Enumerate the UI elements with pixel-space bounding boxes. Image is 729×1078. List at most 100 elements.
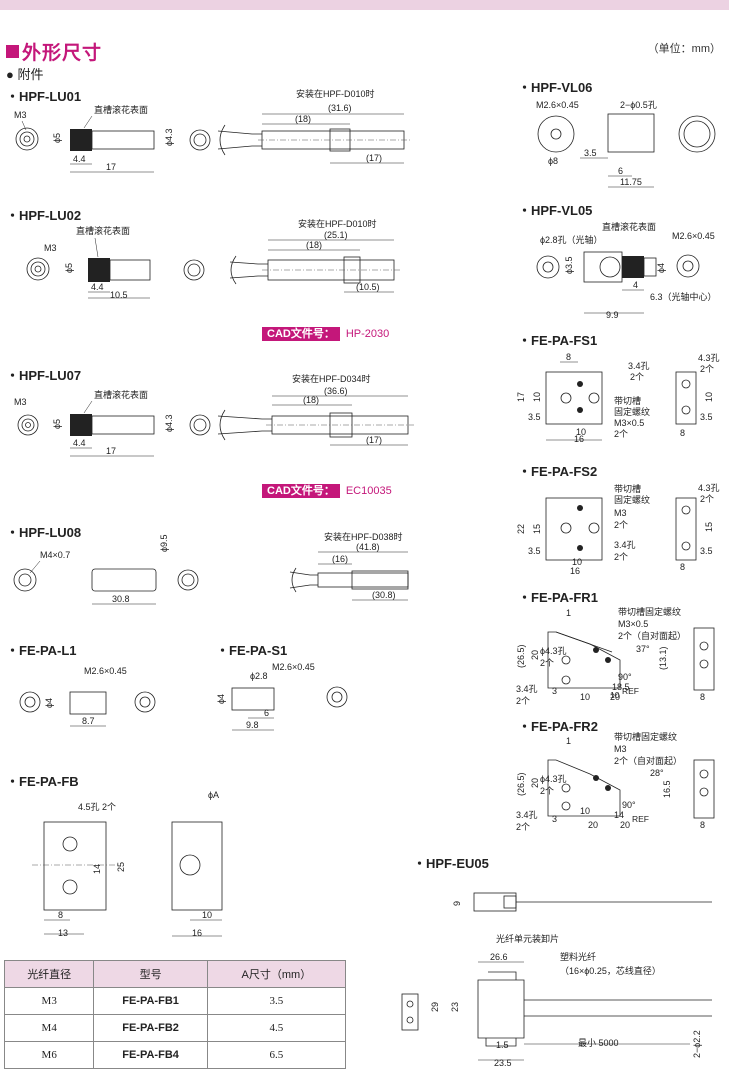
svg-text:2−ϕ2.2: 2−ϕ2.2 bbox=[692, 1030, 702, 1058]
svg-text:固定螺纹: 固定螺纹 bbox=[614, 406, 650, 417]
svg-text:ϕ5: ϕ5 bbox=[52, 419, 62, 429]
svg-text:直槽滚花表面: 直槽滚花表面 bbox=[76, 225, 130, 236]
heading-fe-pa-s1: ・FE-PA-S1 bbox=[216, 643, 288, 658]
heading-fe-pa-fr1: ・FE-PA-FR1 bbox=[518, 590, 598, 605]
svg-text:8: 8 bbox=[566, 352, 571, 362]
svg-text:(18): (18) bbox=[306, 240, 322, 250]
svg-text:3.5: 3.5 bbox=[700, 412, 713, 422]
svg-text:REF: REF bbox=[632, 814, 649, 824]
svg-text:3.4孔: 3.4孔 bbox=[628, 361, 650, 371]
svg-text:带切槽固定螺纹: 带切槽固定螺纹 bbox=[618, 606, 681, 617]
drawing-fe-pa-fs2: 22 15 3.5 10 16 带切槽 固定螺纹 M3 2个 3.4孔 2个 4… bbox=[516, 483, 720, 576]
svg-text:2个: 2个 bbox=[516, 696, 530, 706]
svg-text:(31.6): (31.6) bbox=[328, 103, 352, 113]
drawing-fe-pa-fr1: 1 (26.5) 20 ϕ4.3孔 2个 3.4孔 2个 3 10 20 带切槽… bbox=[516, 606, 715, 706]
svg-text:20: 20 bbox=[610, 692, 620, 702]
svg-text:16: 16 bbox=[570, 566, 580, 576]
cell-a-size: 3.5 bbox=[206, 987, 347, 1015]
svg-text:M3: M3 bbox=[614, 744, 627, 754]
cell-fiber-dia: M6 bbox=[3, 1041, 95, 1069]
svg-text:M3: M3 bbox=[14, 397, 27, 407]
svg-text:2个: 2个 bbox=[540, 786, 554, 796]
svg-text:ϕ4: ϕ4 bbox=[656, 263, 666, 273]
svg-text:（16×ϕ0.25，芯线直径）: （16×ϕ0.25，芯线直径） bbox=[560, 965, 661, 976]
accessory-subtitle: ● 附件 bbox=[6, 67, 44, 82]
heading-hpf-eu05: ・HPF-EU05 bbox=[413, 856, 489, 871]
svg-text:8: 8 bbox=[680, 428, 685, 438]
svg-text:ϕ3.5: ϕ3.5 bbox=[564, 256, 574, 274]
svg-text:(16): (16) bbox=[332, 554, 348, 564]
svg-text:M3: M3 bbox=[614, 508, 627, 518]
svg-text:23.5: 23.5 bbox=[494, 1058, 512, 1068]
svg-text:塑料光纤: 塑料光纤 bbox=[560, 951, 596, 962]
svg-text:2个: 2个 bbox=[540, 658, 554, 668]
svg-text:26.6: 26.6 bbox=[490, 952, 508, 962]
svg-text:20: 20 bbox=[620, 820, 630, 830]
svg-text:17: 17 bbox=[516, 392, 526, 402]
heading-fe-pa-fr2: ・FE-PA-FR2 bbox=[518, 719, 598, 734]
svg-text:3.5: 3.5 bbox=[584, 148, 597, 158]
svg-text:安装在HPF-D034时: 安装在HPF-D034时 bbox=[292, 373, 371, 384]
drawing-fe-pa-s1: ϕ2.8 M2.6×0.45 ϕ4 6 9.8 bbox=[216, 662, 348, 731]
svg-text:最小 5000: 最小 5000 bbox=[578, 1038, 619, 1048]
svg-text:17: 17 bbox=[106, 162, 116, 172]
svg-text:直槽滚花表面: 直槽滚花表面 bbox=[602, 221, 656, 232]
svg-text:4.4: 4.4 bbox=[91, 282, 104, 292]
svg-text:15: 15 bbox=[532, 524, 542, 534]
svg-text:9.8: 9.8 bbox=[246, 720, 259, 730]
svg-text:2个: 2个 bbox=[516, 822, 530, 832]
svg-text:3.5: 3.5 bbox=[700, 546, 713, 556]
heading-hpf-vl06: ・HPF-VL06 bbox=[518, 80, 593, 95]
svg-text:M3: M3 bbox=[44, 243, 57, 253]
svg-text:3.5: 3.5 bbox=[528, 546, 541, 556]
svg-text:M2.6×0.45: M2.6×0.45 bbox=[672, 231, 715, 241]
svg-text:带切槽: 带切槽 bbox=[614, 395, 641, 406]
svg-text:1: 1 bbox=[566, 608, 571, 618]
svg-text:(36.6): (36.6) bbox=[324, 386, 348, 396]
svg-text:ϕ4: ϕ4 bbox=[44, 698, 54, 708]
svg-text:M3×0.5: M3×0.5 bbox=[614, 418, 644, 428]
table-row: M4 FE-PA-FB2 4.5 bbox=[3, 1014, 347, 1042]
svg-text:ϕ4.3: ϕ4.3 bbox=[164, 128, 174, 146]
svg-text:M2.6×0.45: M2.6×0.45 bbox=[536, 100, 579, 110]
drawing-hpf-lu01: M3 直槽滚花表面 ϕ5 ϕ4.3 4.4 17 安装在HPF-D010时 (3… bbox=[14, 88, 410, 173]
svg-text:安装在HPF-D038时: 安装在HPF-D038时 bbox=[324, 531, 403, 542]
svg-text:4.3孔: 4.3孔 bbox=[698, 483, 720, 493]
svg-text:14: 14 bbox=[614, 810, 624, 820]
svg-text:2个: 2个 bbox=[700, 364, 714, 374]
svg-text:光纤单元装卸片: 光纤单元装卸片 bbox=[496, 933, 559, 944]
drawing-hpf-lu08: M4×0.7 ϕ9.5 30.8 安装在HPF-D038时 (41.8) (16… bbox=[13, 531, 409, 605]
svg-text:10: 10 bbox=[532, 392, 542, 402]
cell-fiber-dia: M4 bbox=[3, 1014, 95, 1042]
svg-text:2个（自对面起）: 2个（自对面起） bbox=[618, 630, 686, 641]
svg-text:9.9: 9.9 bbox=[606, 310, 619, 320]
svg-text:4.4: 4.4 bbox=[73, 438, 86, 448]
cad-badge-lu07: CAD文件号：EC10035 bbox=[262, 481, 392, 499]
svg-text:1: 1 bbox=[566, 736, 571, 746]
svg-text:1.5: 1.5 bbox=[496, 1040, 509, 1050]
svg-text:30.8: 30.8 bbox=[112, 594, 130, 604]
svg-text:2个: 2个 bbox=[700, 494, 714, 504]
svg-text:M4×0.7: M4×0.7 bbox=[40, 550, 70, 560]
col-header-fiber-dia: 光纤直径 bbox=[3, 960, 95, 988]
svg-text:2个（自对面起）: 2个（自对面起） bbox=[614, 755, 682, 766]
fb-size-table: 光纤直径 型号 A尺寸（mm） M3 FE-PA-FB1 3.5 M4 FE-P… bbox=[3, 960, 347, 1069]
svg-text:ϕA: ϕA bbox=[208, 790, 219, 800]
svg-text:8: 8 bbox=[700, 820, 705, 830]
cell-a-size: 4.5 bbox=[206, 1014, 347, 1042]
svg-text:8.7: 8.7 bbox=[82, 716, 95, 726]
heading-hpf-lu01: ・HPF-LU01 bbox=[6, 89, 82, 104]
svg-text:10: 10 bbox=[576, 427, 586, 437]
drawing-hpf-vl06: M2.6×0.45 ϕ8 2−ϕ0.5孔 3.5 6 11.75 bbox=[536, 100, 716, 188]
svg-text:(25.1): (25.1) bbox=[324, 230, 348, 240]
svg-text:带切槽: 带切槽 bbox=[614, 483, 641, 494]
svg-text:8: 8 bbox=[680, 562, 685, 572]
svg-text:2个: 2个 bbox=[630, 372, 644, 382]
svg-text:22: 22 bbox=[516, 524, 526, 534]
svg-text:16: 16 bbox=[574, 434, 584, 444]
svg-text:10: 10 bbox=[202, 910, 212, 920]
svg-text:6.3（光轴中心）: 6.3（光轴中心） bbox=[650, 291, 717, 302]
svg-text:2个: 2个 bbox=[614, 552, 628, 562]
heading-hpf-lu07: ・HPF-LU07 bbox=[6, 368, 82, 383]
svg-text:2个: 2个 bbox=[614, 429, 628, 439]
